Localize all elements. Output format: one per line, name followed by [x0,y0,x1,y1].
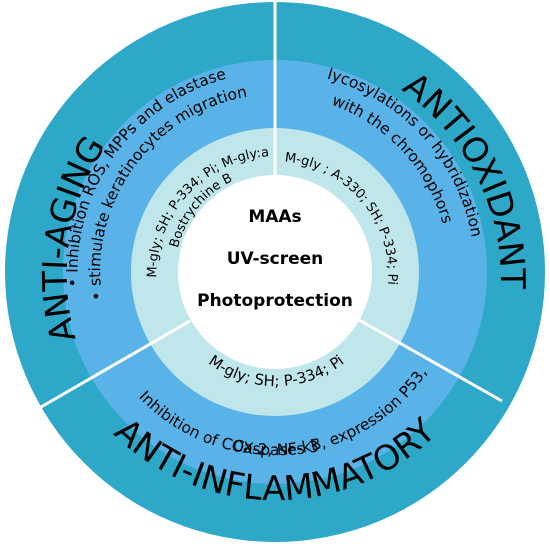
anti-inflammatory-mechanism-2: Caspases 3 [231,436,320,459]
center-photoprotection: Photoprotection [197,291,353,311]
center-uv-screen: UV-screen [227,249,324,269]
divider-right [358,318,503,403]
divider-left [40,319,191,409]
center-maas: MAAs [248,207,301,227]
center-circle [178,175,372,369]
